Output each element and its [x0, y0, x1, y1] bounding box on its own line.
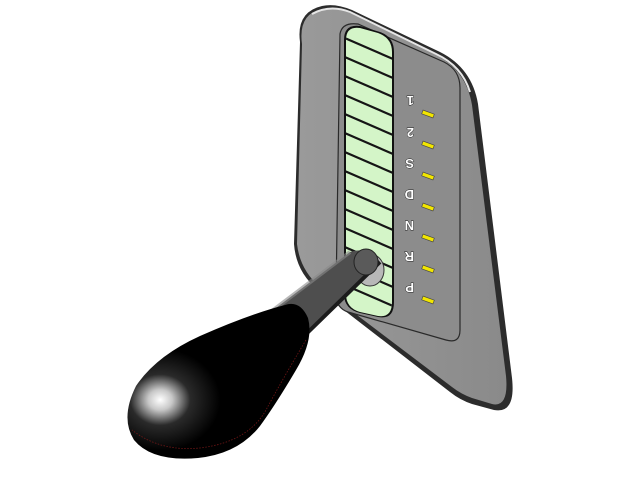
gear-indicator-icon: [421, 264, 435, 274]
gear-marker-P: P: [405, 280, 435, 305]
bezel-top-highlight: [311, 7, 471, 93]
shift-lever[interactable]: [127, 248, 385, 459]
gear-indicator-icon: [421, 109, 435, 119]
gear-marker-R: R: [404, 249, 435, 274]
gear-indicator-icon: [421, 171, 435, 181]
gear-label: D: [405, 187, 414, 202]
gear-marker-D: D: [404, 187, 435, 212]
gear-indicator-icon: [421, 202, 435, 212]
gear-marker-S: S: [405, 156, 435, 181]
gear-label: 2: [407, 125, 414, 140]
gear-label: S: [405, 156, 414, 171]
gear-marker-N: N: [404, 218, 435, 243]
knob-seam: [131, 339, 307, 449]
gear-marker-2: 2: [406, 125, 435, 150]
gear-indicator-icon: [421, 233, 435, 243]
gear-position-markers: 1 2 S D N R P: [404, 93, 435, 305]
gear-label: R: [404, 249, 414, 264]
gear-indicator-icon: [421, 295, 435, 305]
gear-marker-1: 1: [406, 93, 435, 119]
gear-indicator-icon: [421, 140, 435, 150]
gear-label: N: [405, 218, 414, 233]
gear-label: P: [405, 280, 414, 295]
shift-knob[interactable]: [127, 303, 310, 459]
gear-label: 1: [407, 93, 414, 108]
